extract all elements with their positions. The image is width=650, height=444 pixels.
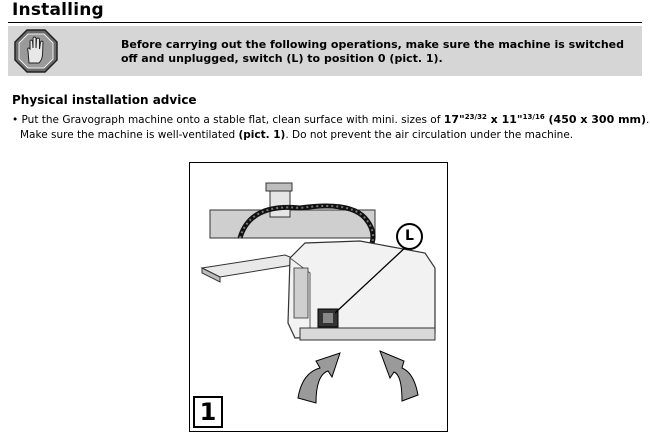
- size-requirement-line: • Put the Gravograph machine onto a stab…: [12, 110, 649, 127]
- warning-box: Before carrying out the following operat…: [8, 26, 642, 76]
- ventilation-line: Make sure the machine is well-ventilated…: [20, 128, 573, 142]
- machine-illustration: [200, 182, 436, 404]
- size-separator: x: [486, 113, 502, 126]
- page-title: Installing: [12, 0, 104, 20]
- bullet-text: • Put the Gravograph machine onto a stab…: [12, 114, 444, 126]
- ventilation-text-end: . Do not prevent the air circulation und…: [285, 129, 574, 141]
- machine-figure: L 1: [189, 162, 448, 432]
- figure-number: 1: [193, 396, 223, 428]
- title-divider: [8, 22, 642, 23]
- switch-callout-label: L: [396, 223, 423, 250]
- size-inches-1: 17": [443, 113, 465, 126]
- size-inches-1-fraction: 23/32: [464, 113, 487, 121]
- size-inches-2-fraction: 13/16: [522, 113, 545, 121]
- pict-reference: (pict. 1): [238, 129, 286, 141]
- section-title: Physical installation advice: [12, 93, 197, 107]
- ventilation-text: Make sure the machine is well-ventilated: [20, 129, 239, 141]
- warning-text: Before carrying out the following operat…: [121, 38, 625, 65]
- size-inches-2: 11": [501, 113, 523, 126]
- hand-stop-icon: [14, 29, 58, 73]
- size-millimeters: (450 x 300 mm): [544, 113, 647, 126]
- bullet-end: .: [646, 114, 650, 126]
